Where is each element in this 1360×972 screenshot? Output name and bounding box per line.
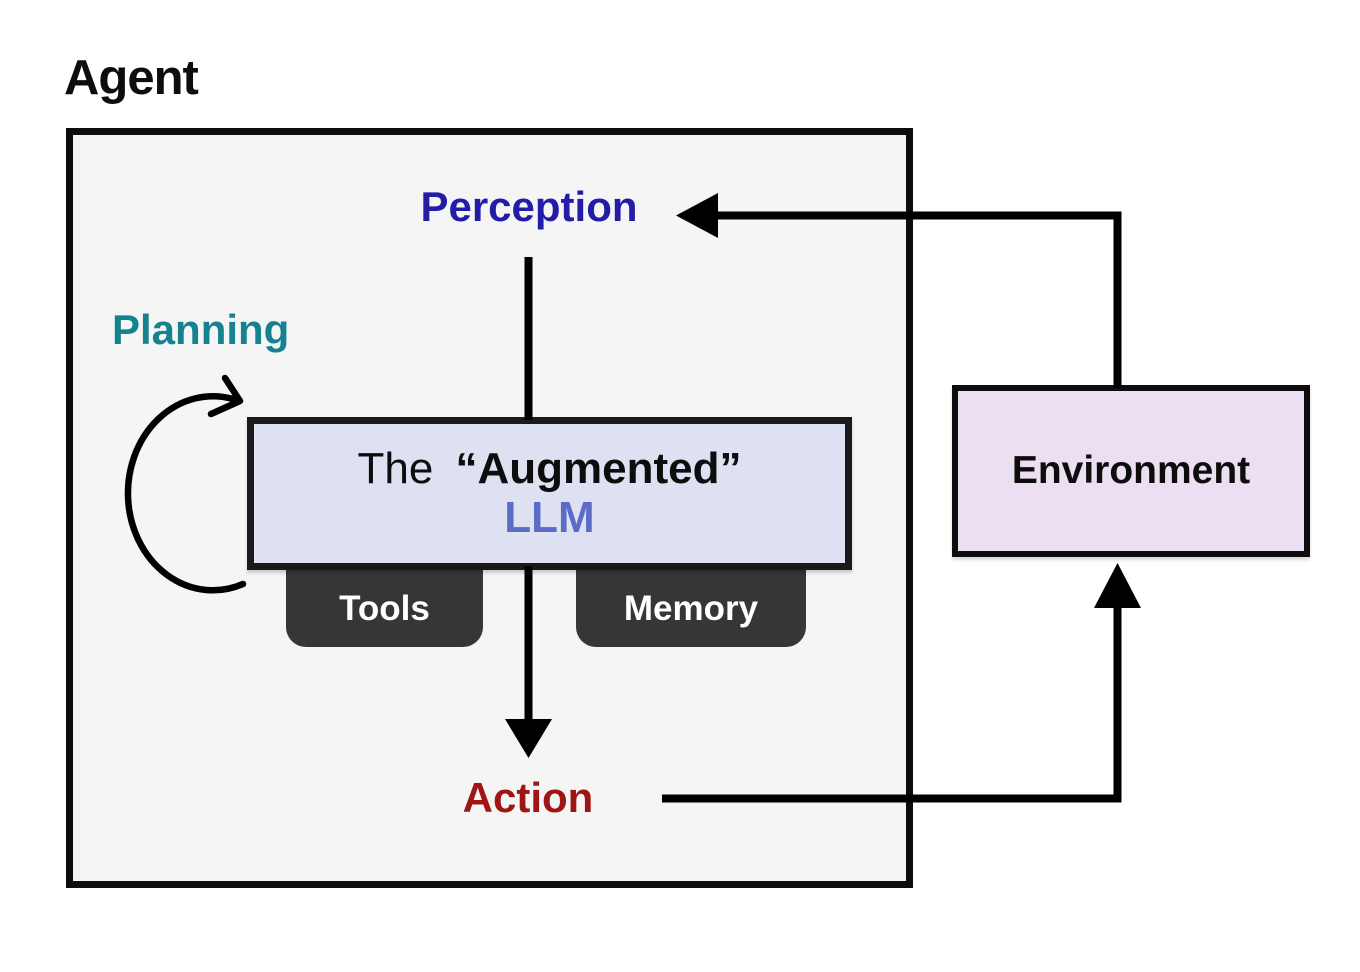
action-label: Action [462,774,594,821]
environment-box: Environment [952,385,1310,557]
tools-label: Tools [339,588,430,628]
memory-tab: Memory [576,570,806,647]
agent-title: Agent [64,51,199,105]
llm-box-line2: LLM [504,492,595,542]
tools-tab: Tools [286,570,483,647]
llm-line1-regular: The [357,444,434,494]
llm-box-line1: The “Augmented” [357,444,742,494]
llm-line1-bold: “Augmented” [455,444,742,494]
augmented-llm-box: The “Augmented” LLM [247,417,852,570]
perception-label: Perception [420,183,638,230]
planning-label: Planning [112,306,290,353]
environment-label: Environment [1011,449,1251,492]
memory-label: Memory [623,588,759,628]
